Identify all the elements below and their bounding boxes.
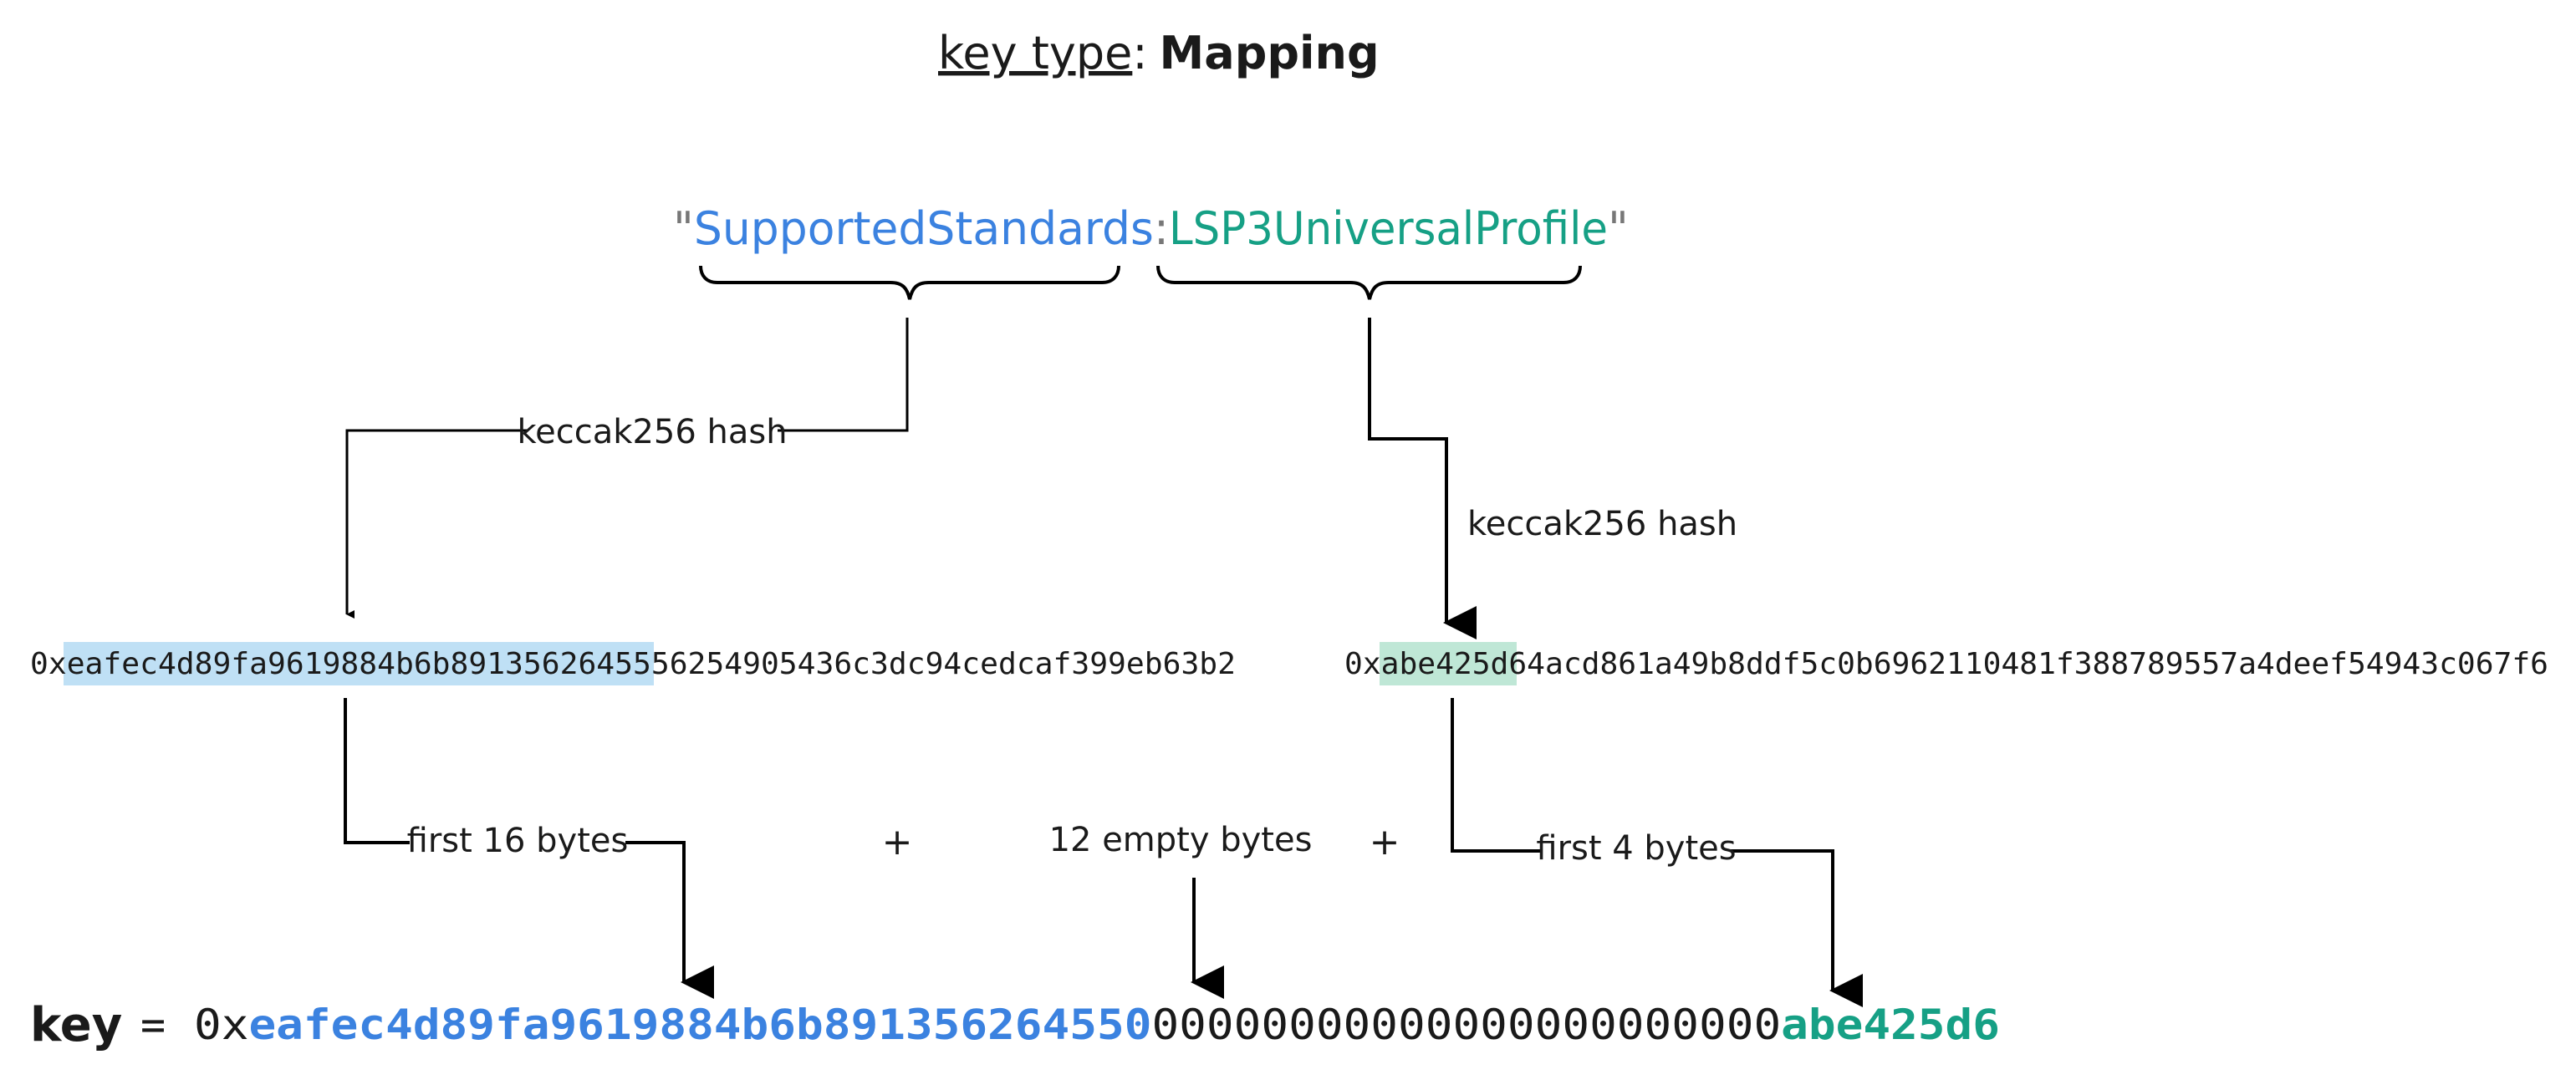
label-first-16-bytes: first 16 bytes [407,822,629,860]
label-left-hash: keccak256 hash [517,413,787,451]
key-part1: eafec4d89fa9619884b6b891356264550 [248,1001,1151,1049]
hash-right-highlighted: abe425d [1381,647,1509,681]
brace-right [1156,265,1582,300]
title-separator: : [1132,27,1147,79]
second-word: LSP3UniversalProfile [1169,202,1608,255]
highlight-left-hash [64,642,654,685]
page-title: key type:Mapping [938,27,1380,79]
key-label: key [30,998,122,1052]
key-part2: abe425d6 [1781,1001,2000,1049]
colon: : [1154,202,1169,255]
key-zeros: 00000000000000000000000 [1151,1001,1781,1049]
label-12-empty-bytes: 12 empty bytes [1049,821,1313,859]
highlight-right-hash [1380,642,1517,685]
source-string: "SupportedStandards:LSP3UniversalProfile… [673,202,1629,255]
first-word: SupportedStandards [694,202,1154,255]
hash-left-prefix: 0x [30,647,67,681]
hash-left-highlighted: eafec4d89fa9619884b6b891356264555 [67,647,670,681]
title-value: Mapping [1160,27,1380,79]
hash-right-prefix: 0x [1344,647,1381,681]
hash-right-rest: 64acd861a49b8ddf5c0b6962110481f388789557… [1508,647,2548,681]
plus-sign-1: + [882,821,913,863]
hash-right-value: 0xabe425d64acd861a49b8ddf5c0b6962110481f… [1344,647,2548,681]
key-prefix: 0x [194,1001,248,1049]
connector-left-hash [345,318,909,619]
title-label: key type [938,27,1132,79]
close-quote: " [1608,202,1629,255]
connector-right-hash [1368,318,1477,639]
label-bg-first-16 [410,819,625,866]
label-bg-left-hash [527,408,778,455]
open-quote: " [673,202,694,255]
hash-left-rest: 6254905436c3dc94cedcaf399eb63b2 [670,647,1236,681]
key-equals: = [140,1001,166,1049]
plus-sign-2: + [1370,821,1400,863]
label-right-hash: keccak256 hash [1467,505,1737,543]
label-bg-first-4 [1543,828,1731,874]
brace-left [699,265,1120,300]
label-first-4-bytes: first 4 bytes [1536,829,1736,868]
